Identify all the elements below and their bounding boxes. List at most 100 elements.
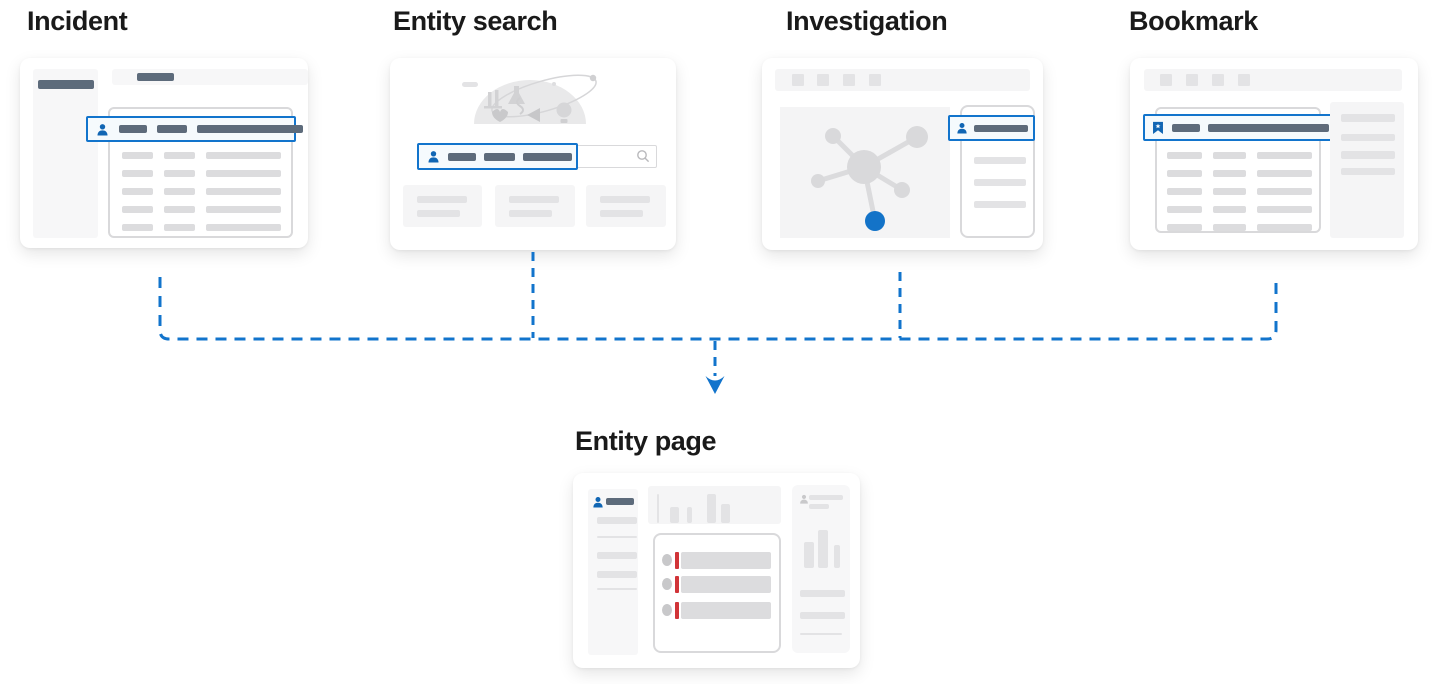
alerts-list-box [653,533,781,653]
toolbar-button [817,74,829,86]
placeholder-bar [809,504,829,509]
highlighted-entity-row [86,116,303,142]
placeholder-bar [484,152,515,161]
placeholder-bar [122,152,153,159]
placeholder-bar [974,124,1028,132]
placeholder-bar [1341,151,1395,159]
table-row [122,206,281,213]
toolbar-button [792,74,804,86]
list-bullet [662,554,672,566]
placeholder-bar [1341,134,1395,141]
toolbar-button [1238,74,1250,86]
details-side-panel [1330,102,1404,238]
incident-card [20,58,308,248]
list-bullet [662,604,672,616]
placeholder-bar [509,210,552,217]
placeholder-bar [1257,188,1312,195]
table-row [122,188,281,195]
placeholder-bar [1257,170,1312,177]
highlighted-entity-suggestion [417,143,578,170]
person-icon [957,123,967,134]
placeholder-bar [157,125,187,133]
placeholder-bar [597,588,637,590]
severity-tick [675,602,679,619]
chart-bar [670,507,679,523]
sidebar-panel [33,69,98,238]
placeholder-bar [1167,170,1202,177]
toolbar-strip [1144,69,1402,91]
investigation-title: Investigation [786,6,948,36]
investigation-graph [780,107,950,238]
bookmark-icon [1153,121,1163,134]
placeholder-bar [1257,152,1312,159]
placeholder-bar [164,188,195,195]
entity-sidebar [588,489,638,655]
toolbar-button [1160,74,1172,86]
placeholder-bar [164,224,195,231]
placeholder-bar [597,536,637,538]
highlighted-entity-row [948,115,1035,141]
graph-node-center [847,150,881,184]
placeholder-bar [1213,152,1246,159]
graph-node [894,182,910,198]
result-tile [403,185,482,227]
list-bullet [662,578,672,590]
placeholder-bar [206,206,281,213]
table-row [1167,188,1312,195]
bookmark-title: Bookmark [1129,6,1258,36]
toolbar-strip [775,69,1030,91]
placeholder-bar [119,125,147,133]
graph-node [906,126,928,148]
placeholder-bar [974,201,1026,208]
highlighted-bookmark-row [1143,114,1333,141]
table-row [1167,206,1312,213]
placeholder-bar [122,206,153,213]
toolbar-button [1212,74,1224,86]
timeline-chart-panel [648,486,781,524]
placeholder-bar [1257,206,1312,213]
placeholder-bar [974,179,1026,186]
placeholder-bar [417,210,460,217]
chart-bar [818,530,828,568]
placeholder-bar [206,152,281,159]
table-row [122,224,281,231]
entity-page-card [573,473,860,668]
result-tile [495,185,575,227]
placeholder-bar [800,633,842,635]
person-icon [428,151,439,163]
placeholder-bar [800,590,845,597]
placeholder-bar [1213,224,1246,231]
chart-bar [804,542,814,568]
chart-bar [707,494,716,523]
placeholder-bar [809,495,843,500]
placeholder-bar [681,576,771,593]
severity-tick [675,576,679,593]
person-icon [593,497,603,508]
placeholder-bar [606,498,634,505]
chart-bar [687,507,692,523]
result-tile [586,185,666,227]
placeholder-bar [681,552,771,569]
placeholder-bar [509,196,559,203]
placeholder-bar [417,196,467,203]
chart-bar [834,545,840,568]
bookmark-card [1130,58,1418,250]
science-doodle-illustration [462,74,597,124]
placeholder-bar [523,152,572,161]
search-icon [637,150,650,163]
header-strip [112,69,308,85]
placeholder-bar [122,224,153,231]
selected-entity-node[interactable] [865,211,885,231]
placeholder-bar [38,80,94,89]
graph-node [811,174,825,188]
table-row [1167,224,1312,231]
chart-axis [657,494,659,523]
toolbar-button [1186,74,1198,86]
placeholder-bar [1213,206,1246,213]
placeholder-bar [122,170,153,177]
placeholder-bar [1167,188,1202,195]
placeholder-bar [1257,224,1312,231]
entity-search-card [390,58,676,250]
placeholder-bar [800,612,845,619]
